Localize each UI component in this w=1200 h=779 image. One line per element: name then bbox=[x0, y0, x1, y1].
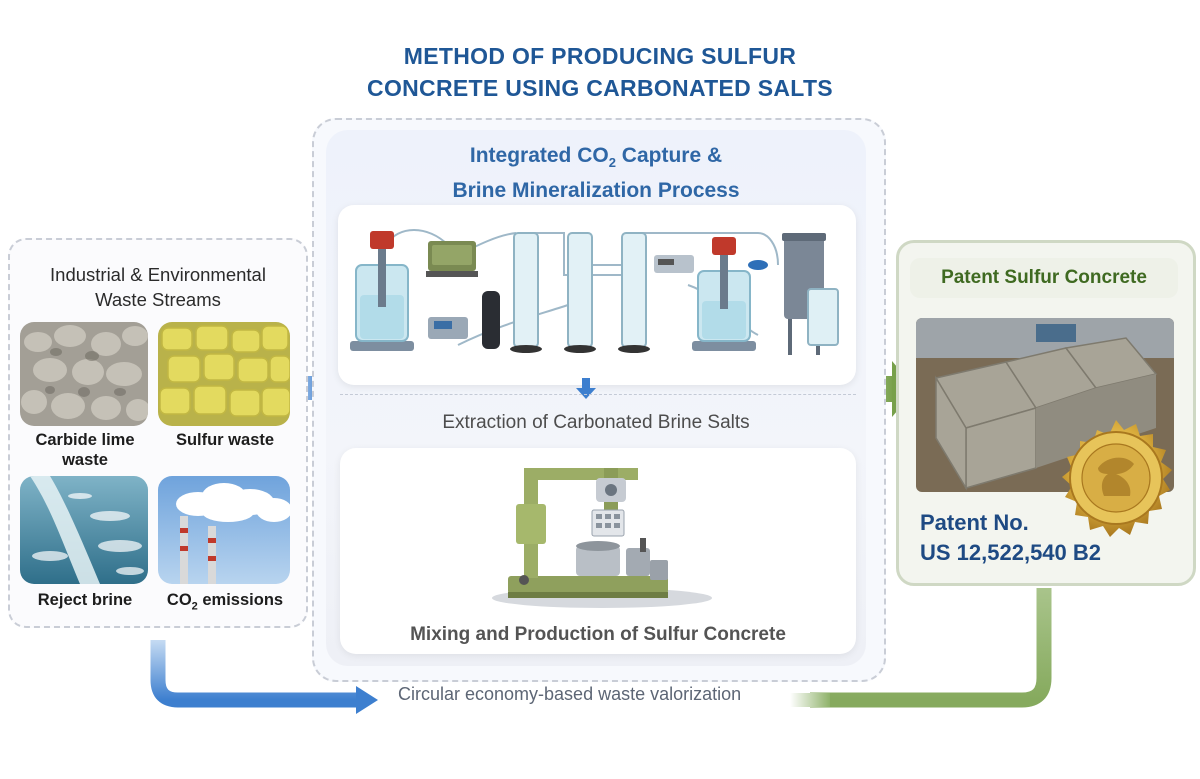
mineralization-tank bbox=[782, 233, 839, 355]
absorption-columns bbox=[510, 232, 650, 353]
extraction-label: Extraction of Carbonated Brine Salts bbox=[442, 412, 750, 433]
process-title-sub: 2 bbox=[608, 155, 616, 171]
capture-equipment-illustration bbox=[338, 205, 856, 385]
patent-number-value: US 12,522,540 B2 bbox=[920, 540, 1102, 565]
title-line-1: METHOD OF PRODUCING SULFUR bbox=[403, 43, 797, 69]
co2-label-sub: 2 bbox=[191, 600, 198, 613]
process-title-pre: Integrated CO bbox=[469, 144, 609, 167]
reactor-right bbox=[692, 237, 756, 351]
process-title-line-1: Integrated CO2 Capture & bbox=[326, 142, 866, 177]
co2-emissions-label: CO2 emissions bbox=[156, 590, 294, 616]
mixing-label: Mixing and Production of Sulfur Concrete bbox=[410, 624, 786, 645]
sulfur-waste-label: Sulfur waste bbox=[175, 431, 275, 449]
co2-label-pre: CO bbox=[166, 591, 192, 609]
title-line-2: CONCRETE USING CARBONATED SALTS bbox=[367, 75, 833, 101]
reject-brine-label: Reject brine bbox=[37, 591, 133, 609]
patent-number: Patent No. US 12,522,540 B2 bbox=[920, 508, 1101, 568]
co2-label-post: emissions bbox=[197, 591, 284, 609]
arrow-bottom-loop-blue bbox=[150, 640, 378, 714]
reject-brine-photo bbox=[20, 476, 148, 584]
carbide-lime-photo bbox=[20, 322, 148, 426]
waste-streams-title-line-1: Industrial & Environmental bbox=[50, 264, 266, 285]
process-title: Integrated CO2 Capture & Brine Mineraliz… bbox=[326, 142, 866, 205]
arrow-down-to-extraction bbox=[576, 378, 596, 399]
step-divider bbox=[340, 394, 856, 395]
circular-economy-caption: Circular economy-based waste valorizatio… bbox=[398, 684, 742, 704]
process-title-post: Capture & bbox=[615, 144, 723, 167]
co2-emissions-photo bbox=[158, 476, 290, 584]
page-title: METHOD OF PRODUCING SULFUR CONCRETE USIN… bbox=[0, 40, 1200, 104]
mixing-machine-illustration bbox=[340, 448, 856, 654]
carbide-lime-label: Carbide lime waste bbox=[20, 430, 150, 470]
waste-streams-title: Industrial & Environmental Waste Streams bbox=[8, 262, 308, 312]
patent-office-seal bbox=[1062, 420, 1172, 537]
sulfur-waste-photo bbox=[158, 322, 290, 426]
waste-streams-title-line-2: Waste Streams bbox=[95, 289, 221, 310]
arrow-bottom-loop-green bbox=[790, 588, 1052, 708]
carbide-lime-label-line-2: waste bbox=[62, 451, 108, 469]
carbide-lime-label-line-1: Carbide lime bbox=[35, 431, 135, 449]
patent-number-label: Patent No. bbox=[920, 510, 1029, 535]
reactor-left bbox=[350, 231, 414, 351]
process-title-line-2: Brine Mineralization Process bbox=[452, 179, 740, 203]
patent-panel-title: Patent Sulfur Concrete bbox=[910, 258, 1178, 298]
